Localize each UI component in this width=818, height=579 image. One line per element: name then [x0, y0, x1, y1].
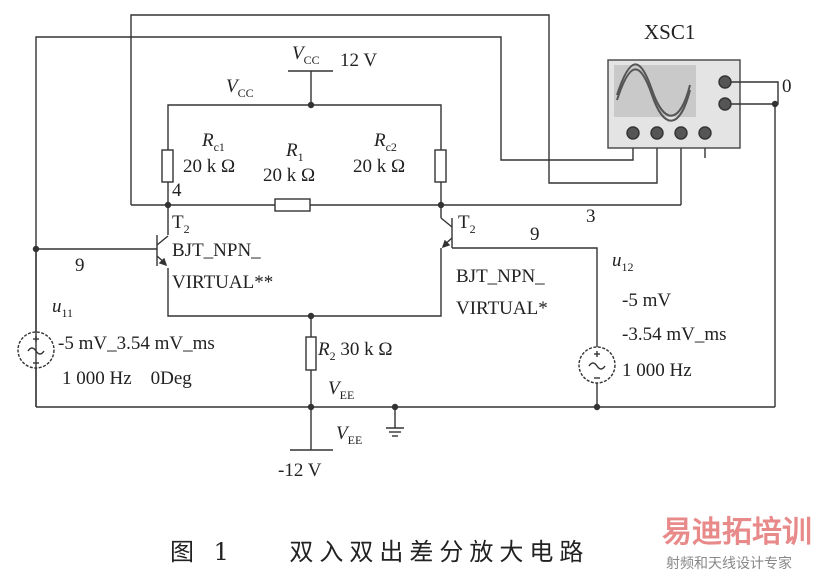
- vcc-label-group: VCC: [292, 43, 320, 68]
- vcc-value: 12 V: [340, 50, 378, 71]
- node-9-left-label: 9: [75, 255, 85, 276]
- u12-sub: 12: [621, 259, 634, 274]
- junction: [307, 312, 315, 320]
- resistor-r2: [305, 336, 317, 371]
- vcc-rail-label-group: VCC: [226, 76, 254, 101]
- t-right-model2: VIRTUAL*: [456, 298, 548, 319]
- ac-source-u12-icon: [578, 346, 616, 384]
- ac-source-u11-icon: [17, 331, 55, 369]
- junction: [307, 403, 315, 411]
- watermark-brand: 易迪拓培训: [662, 515, 812, 550]
- vee-value: -12 V: [278, 460, 322, 481]
- rc1-label: Rc1: [202, 130, 225, 155]
- transistor-right-symbol: [440, 217, 598, 347]
- t-right-model1: BJT_NPN_: [456, 266, 545, 287]
- junction: [593, 403, 601, 411]
- u11-line2: 1 000 Hz 0Deg: [62, 368, 192, 389]
- t-right-name: T: [458, 212, 470, 233]
- vee-label-group: VEE: [328, 378, 354, 403]
- rc1-name: R: [202, 130, 214, 151]
- watermark-tagline: 射频和天线设计专家: [666, 556, 792, 572]
- ground-icon: [386, 407, 404, 437]
- vcc-rail: [167, 104, 442, 150]
- wire-scope-ground: [731, 81, 779, 105]
- r2-label: R2 30 k Ω: [318, 339, 392, 364]
- r2-value: 30 k Ω: [340, 339, 393, 360]
- figure-caption: 图 1 双入双出差分放大电路: [170, 538, 590, 566]
- rc2-value: 20 k Ω: [353, 156, 406, 177]
- junction: [771, 100, 779, 108]
- u12-line1: -5 mV: [622, 290, 672, 311]
- transistor-left-symbol: [36, 235, 442, 317]
- vee-label-group-2: VEE: [336, 423, 362, 448]
- u11-sub: 11: [61, 305, 74, 320]
- node-3-label: 3: [586, 206, 596, 227]
- junction: [307, 101, 315, 109]
- r1-sub: 1: [297, 149, 304, 164]
- u12-line3: 1 000 Hz: [622, 360, 692, 381]
- vee-label-2: V: [336, 423, 348, 444]
- t-left-model1: BJT_NPN_: [172, 240, 261, 261]
- u11-label: u11: [52, 296, 73, 321]
- r1-name: R: [286, 140, 298, 161]
- vee-sub-2: EE: [347, 432, 363, 447]
- r2-name: R: [318, 339, 330, 360]
- resistor-r1: [274, 198, 311, 212]
- u12-name: u: [612, 250, 622, 271]
- vcc-rail-sub: CC: [237, 85, 254, 100]
- vcc-sub: CC: [303, 52, 320, 67]
- resistor-rc2: [434, 149, 447, 183]
- junction: [437, 201, 445, 209]
- vee-label: V: [328, 378, 340, 399]
- t-left-label: T2: [172, 212, 190, 237]
- r1-label: R1: [286, 140, 304, 165]
- u11-name: u: [52, 296, 62, 317]
- node-0-label: 0: [782, 76, 792, 97]
- rc2-label: Rc2: [374, 130, 397, 155]
- vcc-label: V: [292, 43, 304, 64]
- u11-line1: -5 mV_3.54 mV_ms: [58, 333, 215, 354]
- vcc-rail-label: V: [226, 76, 238, 97]
- oscilloscope-icon: [607, 59, 741, 149]
- t-left-name: T: [172, 212, 184, 233]
- rc2-name: R: [374, 130, 386, 151]
- t-left-model2: VIRTUAL**: [172, 272, 274, 293]
- u12-line2: -3.54 mV_ms: [622, 324, 727, 345]
- t-left-sub: 2: [183, 221, 190, 236]
- r1-value: 20 k Ω: [263, 165, 316, 186]
- t-right-sub: 2: [469, 221, 476, 236]
- scope-label: XSC1: [644, 20, 696, 44]
- rc2-sub: c2: [385, 139, 397, 154]
- u12-label: u12: [612, 250, 634, 275]
- wire-scope-a: [35, 36, 634, 407]
- resistor-rc1: [161, 149, 174, 183]
- node-9-right-label: 9: [530, 224, 540, 245]
- rc1-value: 20 k Ω: [183, 156, 236, 177]
- vee-sub: EE: [339, 387, 355, 402]
- wire-scope-b: [130, 14, 658, 205]
- rc1-sub: c1: [213, 139, 225, 154]
- t-right-label: T2: [458, 212, 476, 237]
- r2-sub: 2: [329, 348, 336, 363]
- node-4-label: 4: [172, 180, 182, 201]
- junction: [164, 201, 172, 209]
